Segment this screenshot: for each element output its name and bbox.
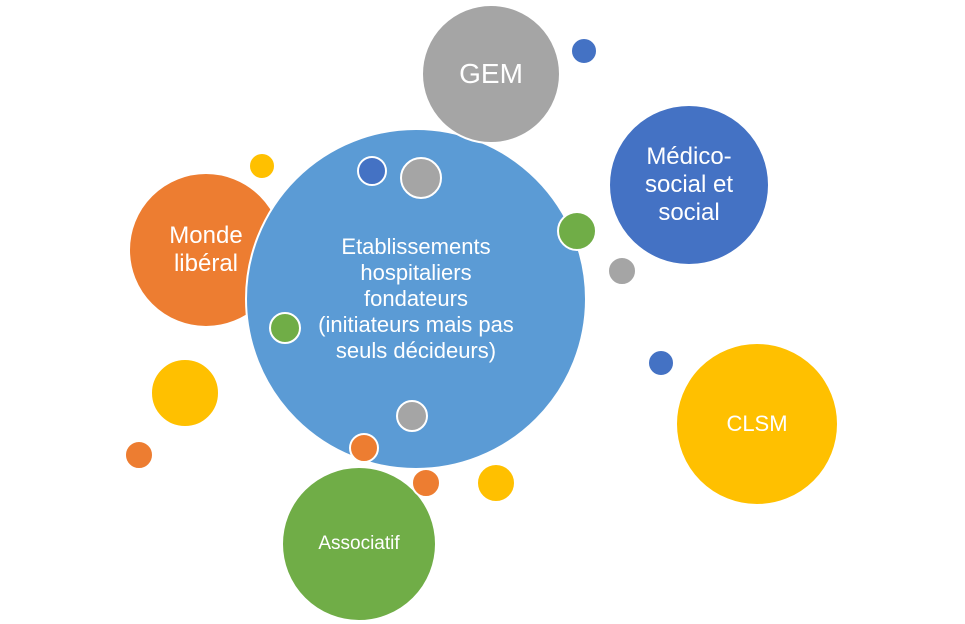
dot-yellow: [150, 358, 220, 428]
dot-yellow: [476, 463, 516, 503]
dot-gray: [396, 400, 428, 432]
bubble-clsm: CLSM: [675, 342, 839, 506]
bubble-label-associatif: Associatif: [318, 532, 400, 554]
dot-green: [557, 211, 597, 251]
dot-gray: [400, 157, 442, 199]
bubble-label-gem: GEM: [459, 58, 523, 90]
bubble-label-monde-liberal: Monde libéral: [169, 221, 243, 277]
dot-orange: [411, 468, 441, 498]
dot-green: [269, 312, 301, 344]
dot-yellow: [248, 152, 276, 180]
bubble-label-clsm: CLSM: [726, 411, 788, 437]
dot-blue: [570, 37, 598, 65]
dot-orange: [124, 440, 154, 470]
dot-blue: [357, 156, 387, 186]
bubble-associatif: Associatif: [281, 466, 437, 622]
dot-blue: [647, 349, 675, 377]
dot-gray: [607, 256, 637, 286]
dot-orange: [349, 433, 379, 463]
bubble-label-medico-social: Médico- social et social: [644, 142, 734, 227]
bubble-gem: GEM: [421, 4, 561, 144]
bubble-label-etablissements: Etablissements hospitaliers fondateurs (…: [318, 234, 514, 363]
bubble-medico-social: Médico- social et social: [608, 104, 770, 266]
